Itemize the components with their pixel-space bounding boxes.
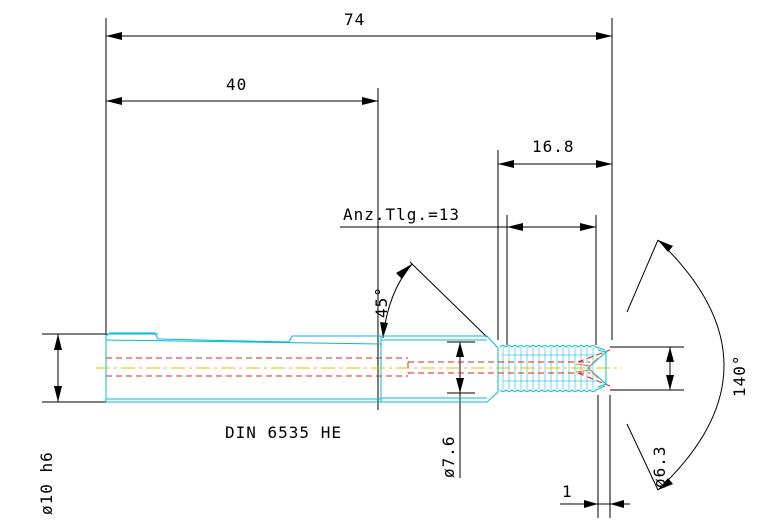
dimension-point-angle: 140° <box>626 239 749 491</box>
coolant-bore <box>106 349 611 387</box>
dimension-shank-length: 40 <box>106 75 379 410</box>
shank-length-label: 40 <box>226 75 247 94</box>
standard-label: DIN 6535 HE <box>225 423 342 442</box>
overall-length-label: 74 <box>344 10 365 29</box>
dimension-shank-diameter: ø10 h6 <box>37 333 106 515</box>
dimension-tip-offset: 1 <box>560 395 630 518</box>
dimension-overall-length: 74 <box>105 10 613 340</box>
teeth-count-label: Anz.Tlg.=13 <box>343 205 460 224</box>
dimension-thread-diameter: ø6.3 <box>610 346 684 488</box>
dimension-thread-length: 16.8 <box>497 137 612 340</box>
shank-diameter-label: ø10 h6 <box>37 451 56 515</box>
dimension-teeth-count: Anz.Tlg.=13 <box>340 205 597 345</box>
chamfer-angle-label: 45° <box>372 286 391 318</box>
thread-diameter-label: ø6.3 <box>650 445 669 488</box>
tip-offset-label: 1 <box>562 482 573 501</box>
neck-diameter-label: ø7.6 <box>439 435 458 478</box>
point-angle-label: 140° <box>730 354 749 397</box>
dimension-chamfer-angle: 45° <box>372 261 488 339</box>
dimension-neck-diameter: ø7.6 <box>439 341 475 478</box>
thread-length-label: 16.8 <box>532 137 575 156</box>
